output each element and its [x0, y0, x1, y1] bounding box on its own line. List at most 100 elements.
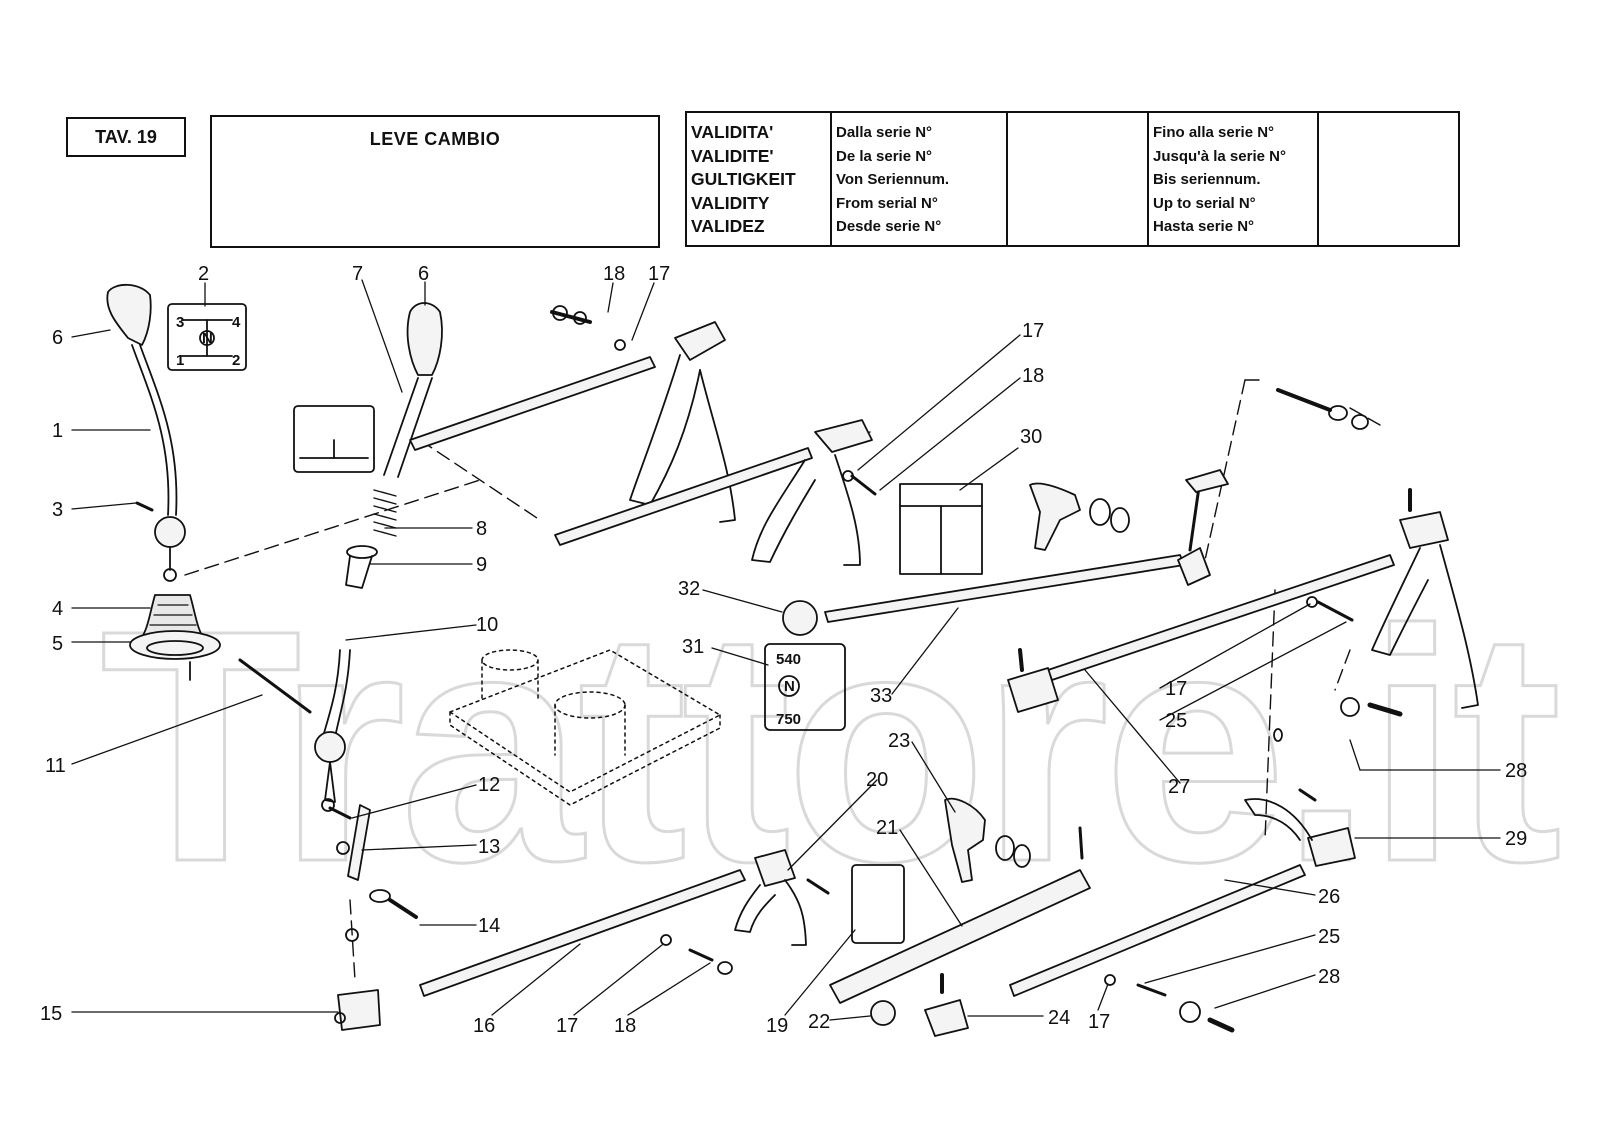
screw — [135, 501, 154, 512]
validity-label: VALIDITE' — [691, 145, 774, 166]
pto-neutral: N — [784, 678, 795, 695]
to-label: Up to serial N° — [1153, 194, 1256, 212]
shift-gear-4: 4 — [232, 314, 241, 331]
callout-24: 24 — [1048, 1007, 1070, 1029]
from-serial-column: Dalla serie N° De la serie N° Von Serien… — [832, 113, 1008, 245]
callout-6: 6 — [52, 327, 63, 349]
callout-11: 11 — [45, 755, 66, 777]
callout-numbers: 6 2 1 3 4 5 11 7 6 8 9 10 12 13 14 15 18… — [40, 263, 1527, 1037]
callout-27: 27 — [1168, 776, 1190, 798]
callout-4: 4 — [52, 598, 63, 620]
callout-13: 13 — [478, 836, 500, 858]
validity-label: VALIDEZ — [691, 216, 765, 236]
selector-shaft-lower-left — [419, 849, 830, 997]
to-label: Jusqu'à la serie N° — [1153, 147, 1286, 165]
callout-17b: 17 — [1022, 320, 1044, 342]
pto-decal-neutral-ring — [778, 675, 800, 697]
callout-32: 32 — [678, 578, 700, 600]
callout-3: 3 — [52, 499, 63, 521]
callout-16: 16 — [473, 1015, 495, 1037]
selector-shaft-middle — [554, 419, 877, 566]
callout-19: 19 — [766, 1015, 788, 1037]
to-label: Bis seriennum. — [1153, 171, 1261, 188]
range-rod — [829, 826, 1091, 1037]
gear-lever-left — [106, 283, 186, 582]
pto-decal — [764, 643, 846, 731]
lever-23 — [944, 797, 1031, 883]
shift-gear-2: 2 — [232, 352, 240, 369]
shift-gear-3: 3 — [176, 314, 184, 331]
diagram-title: LEVE CAMBIO — [369, 129, 501, 149]
table-number: TAV. 19 — [95, 126, 157, 147]
callout-33: 33 — [870, 685, 892, 707]
callout-15: 15 — [40, 1003, 62, 1025]
shift-neutral: N — [202, 330, 213, 347]
callout-31: 31 — [682, 636, 704, 658]
linkage-assembly — [328, 804, 418, 1031]
callout-18: 18 — [603, 263, 625, 285]
callout-17e: 17 — [1165, 678, 1187, 700]
callout-28: 28 — [1505, 760, 1527, 782]
validity-table: VALIDITA' VALIDITE' GULTIGKEIT VALIDITY … — [685, 111, 1460, 247]
callout-17d: 17 — [1088, 1011, 1110, 1033]
callout-10: 10 — [476, 614, 498, 636]
callout-30: 30 — [1020, 426, 1042, 448]
callout-29: 29 — [1505, 828, 1527, 850]
from-label: From serial N° — [836, 194, 938, 212]
validity-label: VALIDITA' — [691, 122, 774, 142]
rod — [238, 658, 312, 714]
callout-28b: 28 — [1318, 966, 1340, 988]
title-box: LEVE CAMBIO — [210, 115, 660, 248]
to-label: Fino alla serie N° — [1153, 124, 1275, 141]
callout-9: 9 — [476, 554, 487, 576]
housing-cover — [449, 649, 721, 806]
validity-label: GULTIGKEIT — [691, 169, 796, 189]
callout-12: 12 — [478, 774, 500, 796]
warning-decal — [899, 483, 983, 575]
shift-pattern-plate — [167, 303, 247, 371]
callout-8: 8 — [476, 518, 487, 540]
pto-lever — [782, 469, 1229, 636]
range-decal — [851, 864, 905, 944]
callout-14: 14 — [478, 915, 500, 937]
validity-label: VALIDITY — [691, 192, 770, 213]
gear-lever-center — [314, 302, 443, 812]
from-label: Dalla serie N° — [836, 124, 933, 141]
from-label: Von Seriennum. — [836, 171, 950, 188]
callout-5: 5 — [52, 633, 63, 655]
callout-23: 23 — [888, 730, 910, 752]
callout-18c: 18 — [614, 1015, 636, 1037]
callout-25b: 25 — [1318, 926, 1340, 948]
bolt-top-right — [1276, 388, 1369, 430]
callout-17: 17 — [648, 263, 670, 285]
selector-shaft-lower-right — [1009, 728, 1356, 1033]
selector-shaft-upper — [409, 305, 736, 523]
validity-labels-column: VALIDITA' VALIDITE' GULTIGKEIT VALIDITY … — [687, 113, 832, 245]
callout-2: 2 — [198, 263, 209, 285]
callout-25: 25 — [1165, 710, 1187, 732]
callout-1: 1 — [52, 420, 63, 442]
shift-gear-1: 1 — [176, 352, 184, 369]
to-label: Hasta serie N° — [1153, 218, 1255, 235]
callout-20: 20 — [866, 769, 888, 791]
callout-22: 22 — [808, 1011, 830, 1033]
selector-shaft-right-upper — [1007, 488, 1479, 717]
gear-lever-boot — [129, 594, 221, 681]
callout-18b: 18 — [1022, 365, 1044, 387]
callout-7: 7 — [352, 263, 363, 285]
pto-speed-top: 540 — [776, 651, 801, 668]
from-label: De la serie N° — [836, 147, 933, 165]
callout-26: 26 — [1318, 886, 1340, 908]
from-serial-value-cell — [1008, 113, 1149, 245]
from-label: Desde serie N° — [836, 218, 942, 235]
pto-speed-bottom: 750 — [776, 711, 801, 728]
callout-17c: 17 — [556, 1015, 578, 1037]
direction-decal — [293, 405, 375, 473]
table-number-box: TAV. 19 — [66, 117, 186, 157]
callout-6b: 6 — [418, 263, 429, 285]
to-serial-column: Fino alla serie N° Jusqu'à la serie N° B… — [1149, 113, 1319, 245]
assembly-dash-lines — [184, 379, 1381, 981]
leader-lines — [71, 279, 1501, 1021]
callout-21: 21 — [876, 817, 898, 839]
